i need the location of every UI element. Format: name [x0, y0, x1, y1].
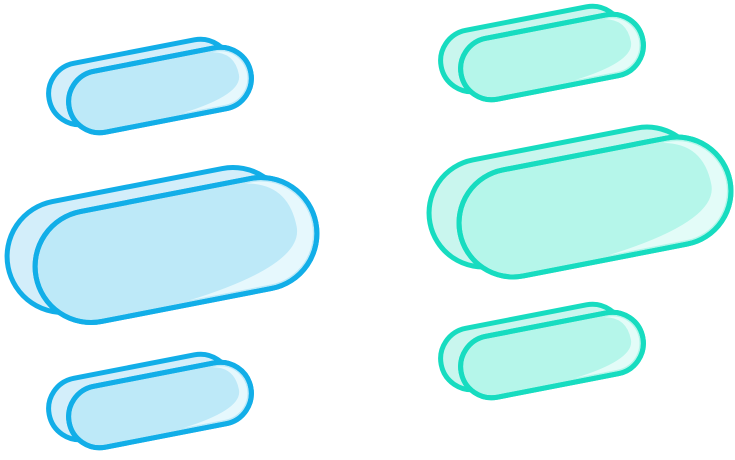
capsule-icon: [438, 3, 646, 103]
capsule-icon: [46, 36, 254, 136]
capsule-icon: [426, 124, 734, 280]
capsule-outline: [458, 11, 646, 103]
capsule-shine: [183, 51, 248, 114]
capsule-shine: [607, 141, 727, 256]
capsule-shine: [575, 316, 640, 379]
blue-group: [4, 36, 320, 451]
capsule-shine: [575, 18, 640, 81]
capsule-icon: [4, 164, 320, 326]
capsule-outline: [32, 174, 320, 326]
capsule-icon: [438, 301, 646, 401]
capsule-shine: [189, 181, 313, 301]
teal-group: [426, 3, 734, 401]
capsule-outline: [458, 309, 646, 401]
capsule-shine: [183, 366, 248, 429]
capsule-icon: [46, 351, 254, 451]
capsule-outline: [66, 359, 254, 451]
capsule-outline: [456, 134, 734, 280]
